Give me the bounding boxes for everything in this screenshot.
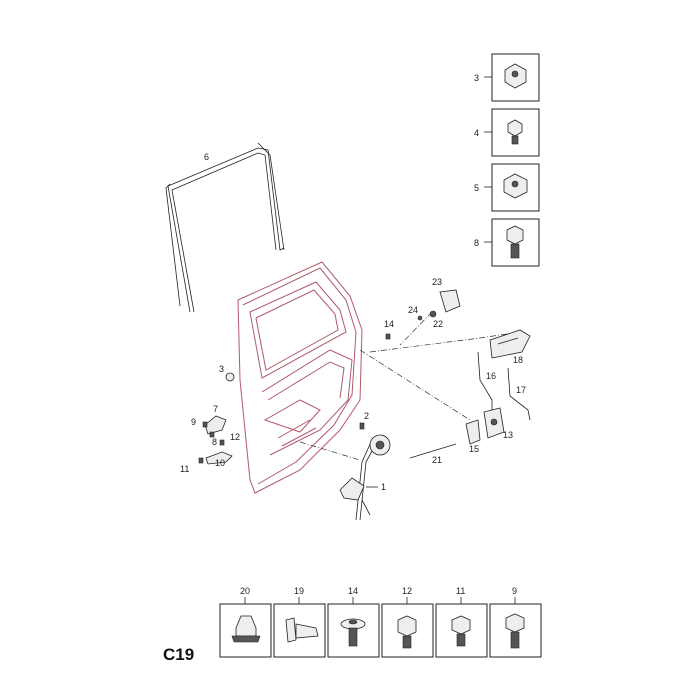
callout-22: 22 [433, 319, 443, 329]
leader-line [399, 311, 433, 346]
callout-15: 15 [469, 444, 479, 454]
callout-17: 17 [516, 385, 526, 395]
leader-line [359, 349, 471, 421]
part-box-label: 11 [456, 586, 465, 596]
callout-8: 8 [212, 437, 217, 447]
window-regulator-part[interactable] [339, 434, 391, 521]
door-check-strap-part[interactable] [198, 415, 233, 465]
callout-18: 18 [513, 355, 523, 365]
right-parts-column: 3 4 5 8 [474, 53, 540, 267]
rear-door-outline [237, 261, 363, 494]
callout-13: 13 [503, 430, 513, 440]
leader-line [299, 441, 361, 461]
part-box-label: 8 [474, 238, 479, 248]
door-lock-part[interactable] [483, 407, 505, 439]
bottom-parts-row: 20 19 14 12 11 9 [219, 586, 542, 658]
leader-line [369, 331, 521, 353]
part-box-label: 3 [474, 73, 479, 83]
lock-rod-part[interactable] [477, 351, 493, 410]
window-seal-part[interactable] [165, 142, 285, 313]
callout-6: 6 [204, 152, 209, 162]
callout-11: 11 [180, 464, 189, 474]
page-code: C19 [163, 645, 194, 664]
part-box-label: 19 [294, 586, 304, 596]
bolt-icon [506, 225, 524, 245]
callout-1: 1 [381, 482, 386, 492]
nut-part[interactable] [225, 372, 235, 382]
lock-housing-part[interactable] [465, 419, 481, 445]
part-box-label: 14 [348, 586, 358, 596]
callout-14: 14 [384, 319, 394, 329]
part-box-label: 20 [240, 586, 250, 596]
callout-9: 9 [191, 417, 196, 427]
part-box-label: 9 [512, 586, 517, 596]
callout-23: 23 [432, 277, 442, 287]
callout-24: 24 [408, 305, 418, 315]
bolt-icon [505, 613, 525, 633]
callout-16: 16 [486, 371, 496, 381]
callout-2: 2 [364, 411, 369, 421]
outer-handle-part[interactable] [489, 329, 531, 359]
clip-part[interactable] [359, 422, 365, 430]
part-box-label: 4 [474, 128, 479, 138]
lock-rod-part[interactable] [507, 367, 531, 421]
bolt-icon [507, 119, 523, 137]
screw-part[interactable] [385, 333, 391, 340]
bolt-icon [397, 615, 417, 637]
bolt-icon [451, 615, 471, 635]
release-cable-part[interactable] [409, 443, 457, 459]
callout-7: 7 [213, 404, 218, 414]
callout-3: 3 [219, 364, 224, 374]
part-box-label: 12 [402, 586, 412, 596]
callout-21: 21 [432, 455, 442, 465]
part-box-label: 5 [474, 183, 479, 193]
handle-bracket-part[interactable] [417, 289, 461, 321]
callout-10: 10 [215, 458, 225, 468]
callout-12: 12 [230, 432, 240, 442]
push-clip-icon [285, 617, 297, 643]
